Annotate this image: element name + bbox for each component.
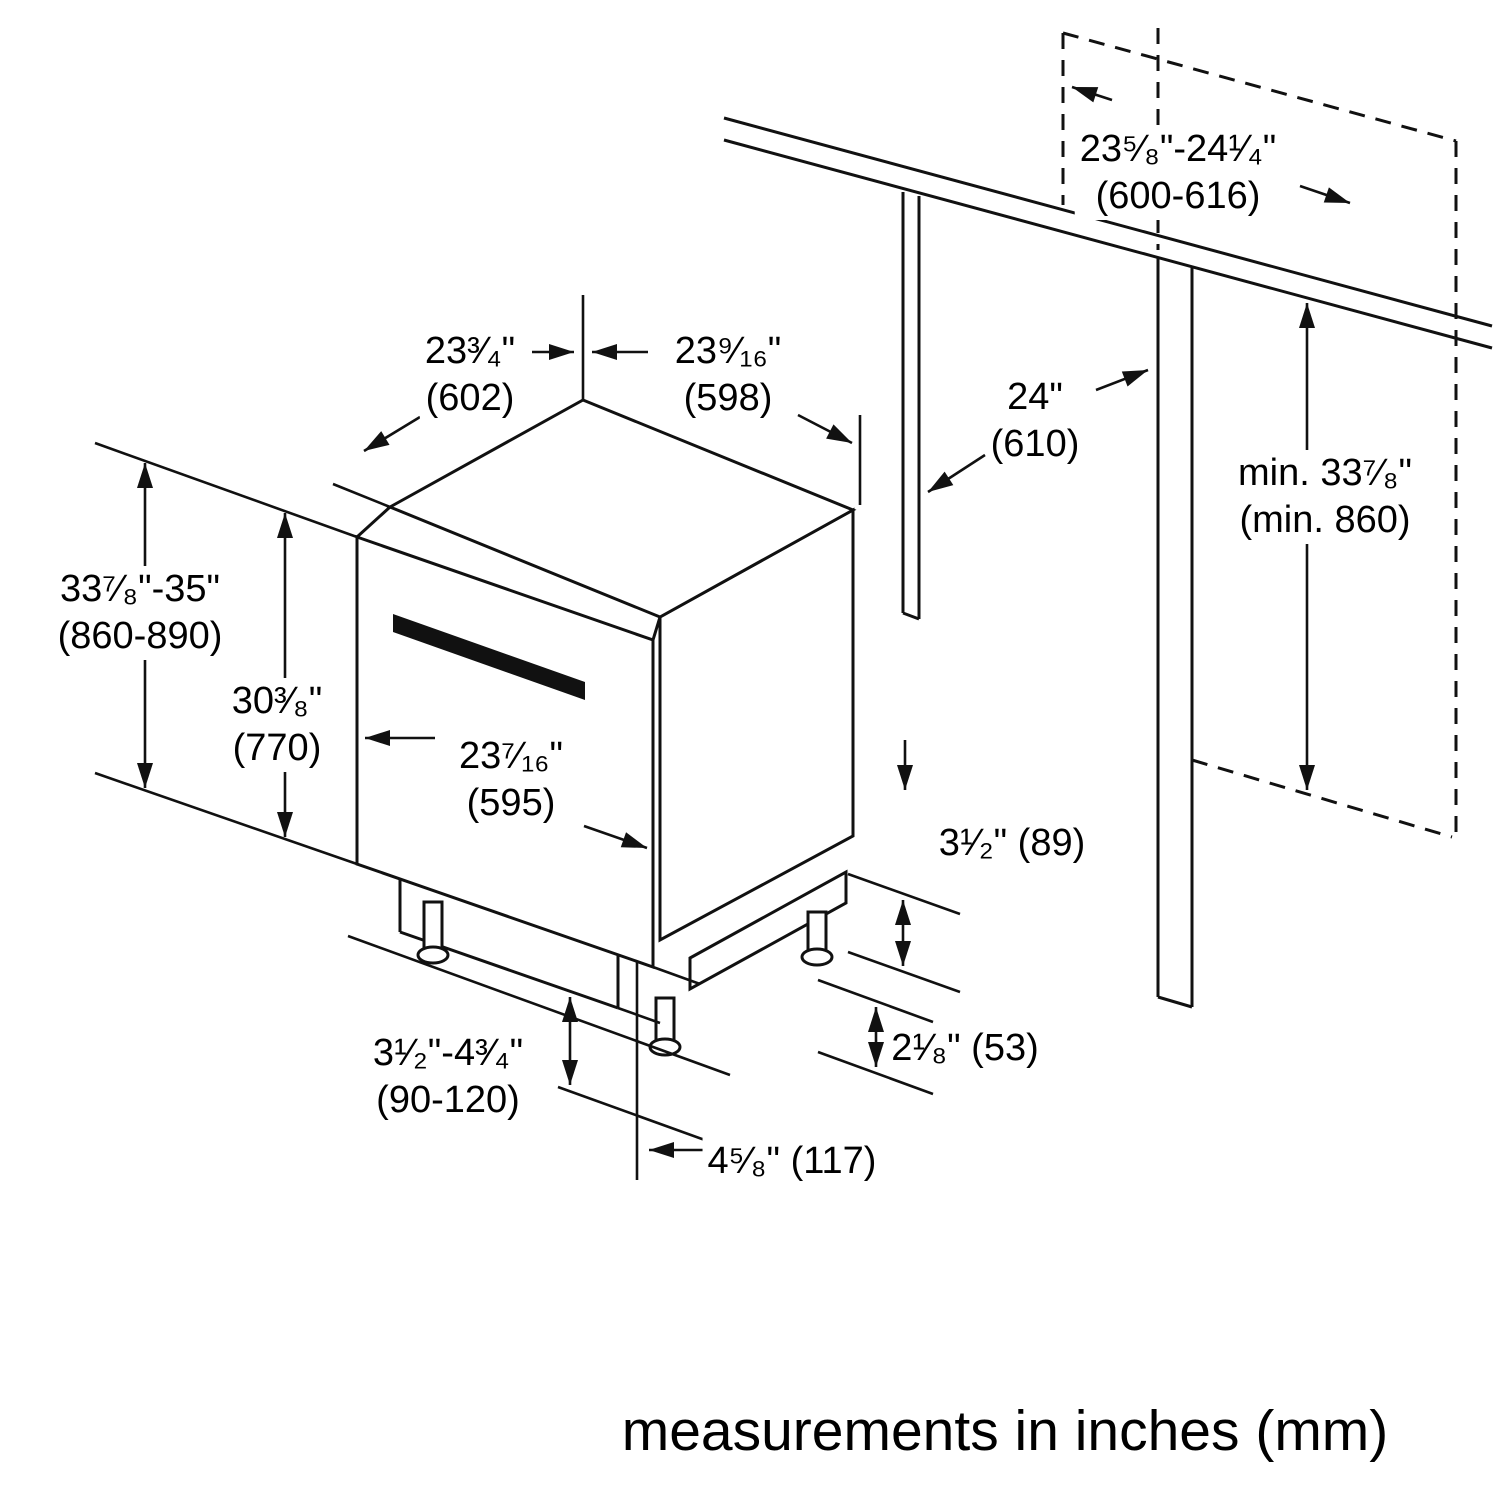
dim-value: 3¹⁄₂"-4³⁄₄" (372, 1032, 524, 1074)
niche-edge-top-diagonal (1062, 31, 1457, 143)
dim-label-niche-depth: 24" (610) (985, 374, 1085, 468)
dim-label-door-height: 30³⁄₈" (770) (226, 678, 328, 772)
dim-label-leg-range: 3¹⁄₂"-4³⁄₄" (90-120) (367, 1030, 529, 1124)
dim-label-base-height: 3¹⁄₂" (89) (933, 820, 1091, 867)
dim-label-foot-inset: 4⁵⁄₈" (117) (702, 1138, 882, 1185)
arrow-niche-depth-lower (927, 453, 986, 494)
ext-line-height-bottom (94, 771, 358, 866)
dim-label-door-width: 23⁷⁄₁₆" (595) (454, 733, 568, 827)
dim-value: 33⁷⁄₈"-35" (59, 568, 221, 610)
dim-label-top-width: 23⁹⁄₁₆" (598) (669, 328, 787, 422)
dim-value: 30³⁄₈" (231, 680, 323, 722)
dim-value: 24" (1007, 376, 1063, 418)
dim-value-mm: (min. 860) (1239, 499, 1411, 541)
arrow-top-depth-outer (363, 415, 421, 453)
foot-stem (422, 900, 444, 954)
dim-value-mm: (595) (466, 782, 556, 824)
left-wall-bottom (902, 611, 920, 621)
dim-value: 23³⁄₄" (424, 330, 516, 372)
dim-value: 2¹⁄₈" (53) (891, 1027, 1039, 1069)
foot-base (800, 947, 834, 967)
ext-line-height-top (94, 441, 358, 539)
dim-value: 23⁹⁄₁₆" (674, 330, 782, 372)
base-side-strip (688, 869, 848, 992)
ext-line-top-front (332, 482, 391, 509)
dim-value-mm: (598) (683, 377, 773, 419)
ext-line-foot-bottom (817, 1050, 934, 1096)
dim-label-top-depth: 23³⁄₄" (602) (419, 328, 521, 422)
arrow-niche-depth-upper (1095, 368, 1149, 392)
leveling-foot-front-left (416, 900, 450, 965)
dim-value-mm: (770) (232, 727, 322, 769)
units-caption: measurements in inches (mm) (621, 1398, 1389, 1464)
dim-value: 3¹⁄₂" (89) (938, 822, 1086, 864)
dim-value-mm: (600-616) (1095, 175, 1261, 217)
counter-edge-upper (723, 116, 1493, 328)
ext-line-foot-top (817, 978, 934, 1024)
niche-floor-edge (1191, 758, 1453, 839)
dim-value-mm: (602) (425, 377, 515, 419)
counter-edge-lower (723, 138, 1493, 350)
right-wall-bottom (1157, 995, 1193, 1009)
dim-label-niche-height: min. 33⁷⁄₈" (min. 860) (1233, 450, 1417, 544)
arrow-niche-width-right (1299, 184, 1351, 205)
ext-line-base-bottom (847, 950, 961, 994)
arrow-top-width-outer (797, 413, 853, 445)
arrow-niche-width-left (1071, 85, 1113, 103)
top-door-connector-left (355, 505, 392, 539)
leveling-foot-front-right (648, 996, 682, 1057)
dim-value-mm: (860-890) (57, 615, 223, 657)
door-handle-bar (393, 614, 585, 700)
dishwasher-drawing (355, 398, 857, 1057)
ext-line-base-top (847, 872, 961, 916)
arrow-door-width-right (583, 824, 648, 850)
dim-value-mm: (90-120) (376, 1079, 520, 1121)
dim-label-overall-height: 33⁷⁄₈"-35" (860-890) (52, 566, 228, 660)
dishwasher-top-face (386, 398, 857, 619)
cabinet-drawing (723, 28, 1493, 1009)
ext-line-door-bottom-right (652, 965, 701, 986)
foot-stem (654, 996, 676, 1046)
top-door-connector-right (651, 616, 662, 641)
dim-value: 23⁷⁄₁₆" (459, 735, 563, 777)
dim-value: min. 33⁷⁄₈" (1238, 452, 1412, 494)
foot-base (416, 945, 450, 965)
ext-line-toe-bottom (617, 1006, 661, 1025)
dim-label-niche-width: 23⁵⁄₈"-24¹⁄₄" (600-616) (1074, 126, 1282, 220)
leveling-foot-rear-right (800, 910, 834, 967)
dim-value: 4⁵⁄₈" (117) (707, 1140, 877, 1182)
ext-line-floor-upper (347, 934, 731, 1077)
dim-value: 23⁵⁄₈"-24¹⁄₄" (1079, 128, 1277, 170)
dim-value-mm: (610) (990, 423, 1080, 465)
dim-label-foot-offset: 2¹⁄₈" (53) (886, 1025, 1044, 1072)
